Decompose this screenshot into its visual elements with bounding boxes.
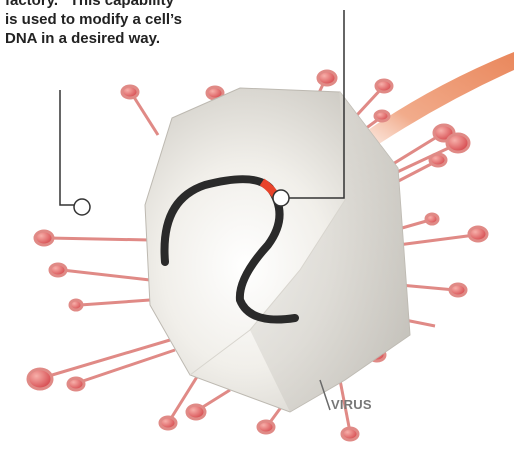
caption-line-3: DNA in a desired way.	[5, 29, 220, 48]
caption-line-1: factory.” This capability	[5, 0, 220, 10]
caption-line-2: is used to modify a cell’s	[5, 10, 220, 29]
leader-line-left	[60, 90, 74, 205]
callout-circle-right	[273, 190, 289, 206]
virus-label: VIRUS	[331, 397, 372, 412]
callout-circle-left	[74, 199, 90, 215]
caption-text: factory.” This capability is used to mod…	[5, 0, 220, 48]
